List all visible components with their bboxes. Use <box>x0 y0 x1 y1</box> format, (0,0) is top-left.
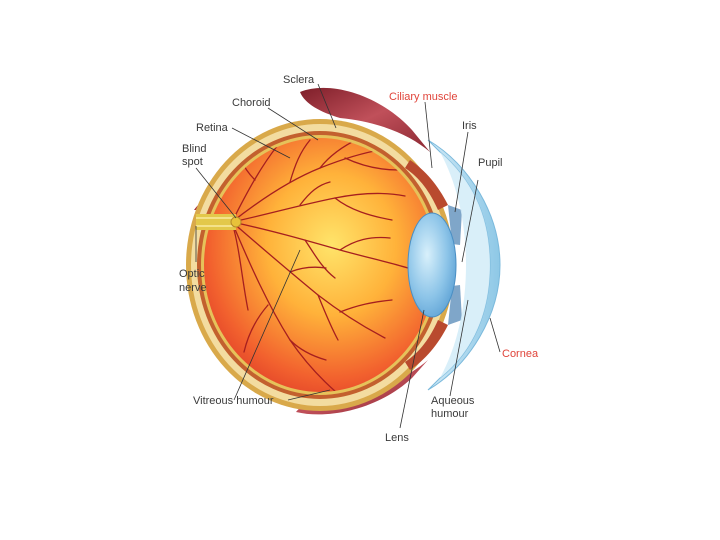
label-aqueous-2: humour <box>431 408 469 420</box>
blind-spot <box>231 217 241 227</box>
label-ciliary-muscle: Ciliary muscle <box>389 91 457 103</box>
label-lens: Lens <box>385 432 409 444</box>
vitreous-humour <box>204 138 436 392</box>
label-vitreous: Vitreous humour <box>193 395 274 407</box>
label-pupil: Pupil <box>478 157 502 169</box>
ciliary-muscle-leader <box>425 102 432 168</box>
label-cornea: Cornea <box>502 348 539 360</box>
label-optic-nerve-2: nerve <box>179 282 207 294</box>
label-blind-spot-2: spot <box>182 156 203 168</box>
cornea-leader <box>490 318 500 352</box>
label-retina: Retina <box>196 122 229 134</box>
label-aqueous-1: Aqueous <box>431 395 475 407</box>
label-optic-nerve-1: Optic <box>179 268 205 280</box>
label-sclera: Sclera <box>283 74 315 86</box>
label-blind-spot-1: Blind <box>182 143 206 155</box>
lens <box>408 213 456 317</box>
label-iris: Iris <box>462 120 477 132</box>
label-choroid: Choroid <box>232 97 271 109</box>
